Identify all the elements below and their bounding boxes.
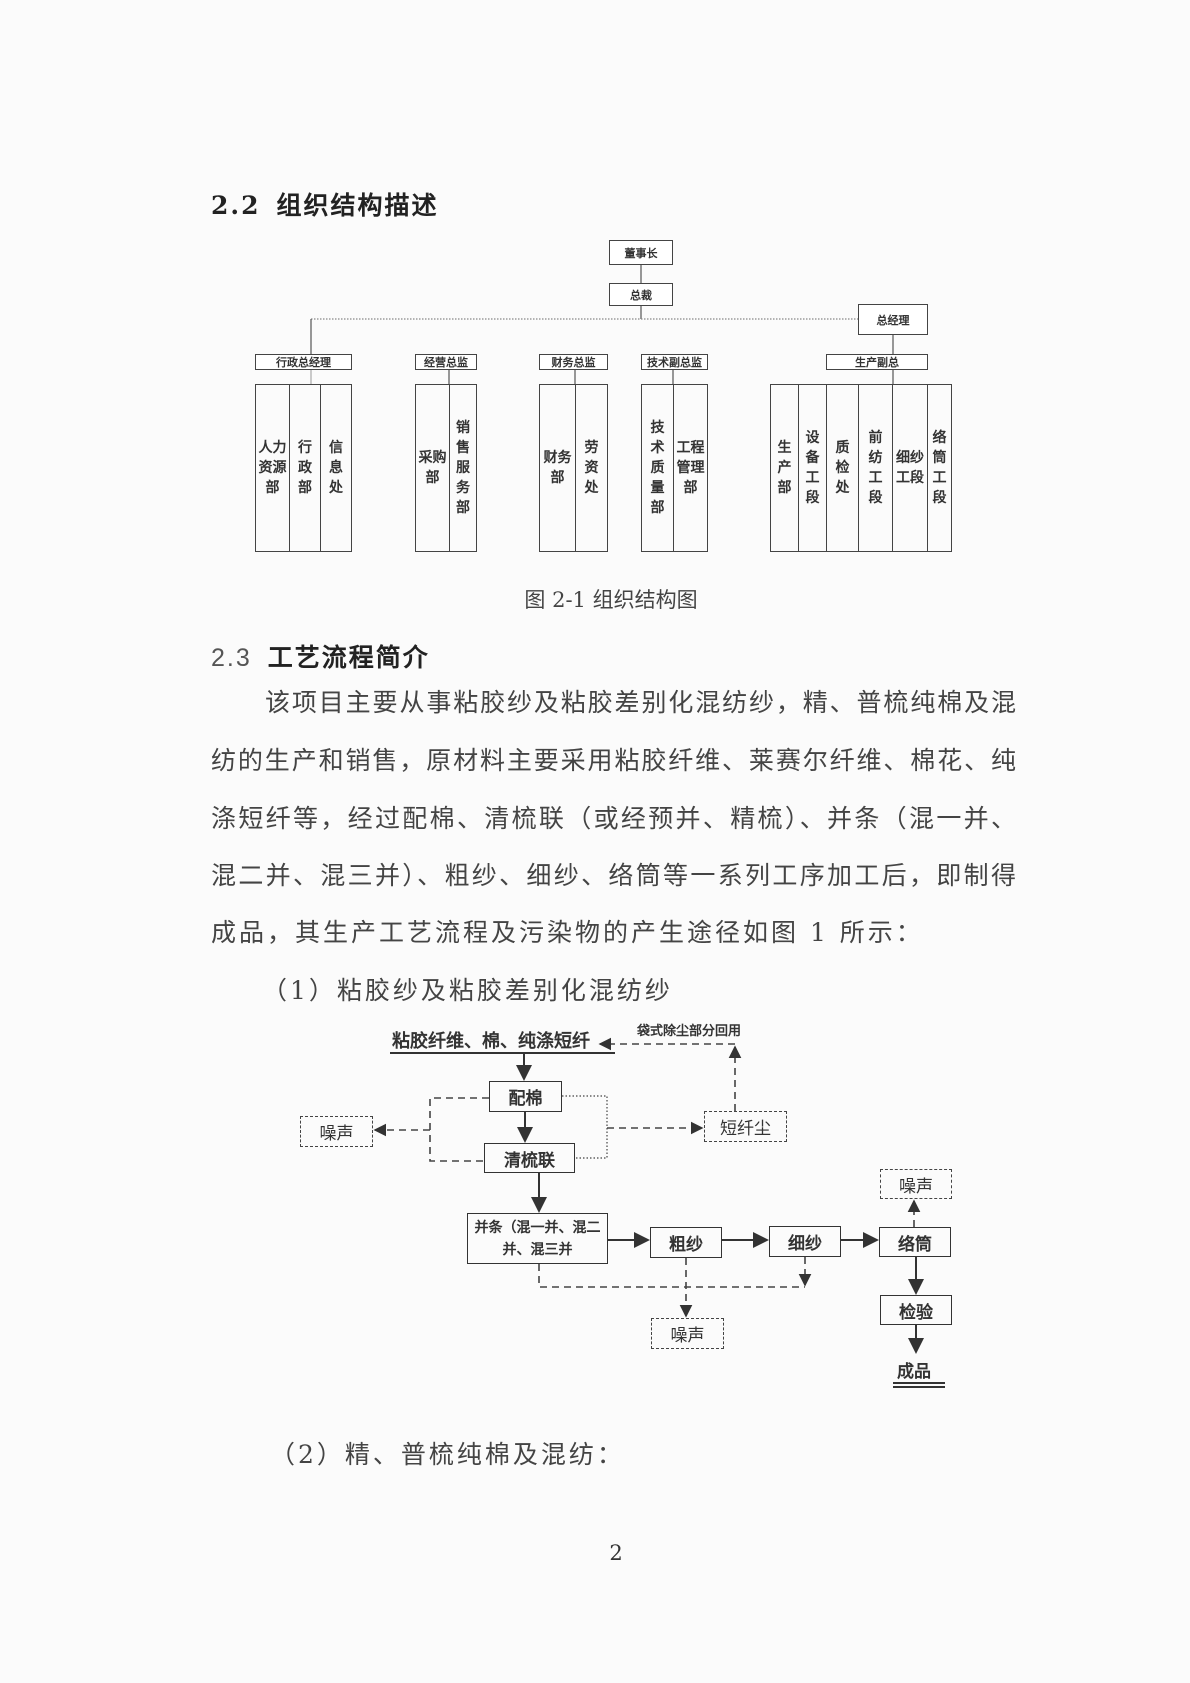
org-unit: 信 息 处 <box>320 384 352 552</box>
output-noise: 噪声 <box>300 1116 373 1147</box>
raw-materials-label: 粘胶纤维、棉、纯涤短纤 <box>392 1031 590 1052</box>
org-unit: 财务 部 <box>539 384 576 552</box>
section-title: 工艺流程简介 <box>267 643 430 672</box>
paragraph-line: 该项目主要从事粘胶纱及粘胶差别化混纺纱，精、普梳纯棉及混 <box>265 688 1016 717</box>
org-unit: 销 售 服 务 部 <box>449 384 477 552</box>
org-head-finance: 财务总监 <box>539 354 608 370</box>
org-head-tech: 技术副总监 <box>641 354 708 370</box>
step-winding: 络筒 <box>879 1227 951 1257</box>
org-chairman: 董事长 <box>609 240 673 265</box>
output-noise: 噪声 <box>880 1169 952 1199</box>
step-blending: 配棉 <box>489 1081 562 1112</box>
org-head-admin: 行政总经理 <box>255 354 352 370</box>
step-roving: 粗纱 <box>650 1227 722 1258</box>
step-drawing: 并条（混一并、混二并、混三并 <box>467 1213 608 1264</box>
section-heading-2-3: 2.3 工艺流程简介 <box>211 638 430 674</box>
step-inspection: 检验 <box>880 1295 952 1325</box>
org-chart-connectors <box>310 264 894 384</box>
org-head-operations: 经营总监 <box>415 354 477 370</box>
paragraph-line: 混二并、混三并）、粗纱、细纱、络筒等一系列工序加工后，即制得 <box>211 861 1016 890</box>
output-noise: 噪声 <box>651 1318 724 1349</box>
org-president: 总裁 <box>609 283 673 306</box>
org-unit: 劳 资 处 <box>575 384 608 552</box>
paragraph-line: 涤短纤等，经过配棉、清梳联（或经预并、精梳）、并条（混一并、 <box>211 804 1016 833</box>
org-unit: 工程 管理 部 <box>673 384 708 552</box>
step-spinning: 细纱 <box>769 1226 841 1257</box>
org-general-manager: 总经理 <box>858 304 928 335</box>
section-heading-2-2: 2.2 组织结构描述 <box>211 186 439 222</box>
section-title: 组织结构描述 <box>276 191 439 220</box>
paragraph-line: 成品，其生产工艺流程及污染物的产生途径如图 1 所示： <box>211 918 924 947</box>
org-head-production: 生产副总 <box>826 354 928 370</box>
step-carding: 清梳联 <box>484 1143 575 1173</box>
section-number: 2.3 <box>211 644 252 672</box>
subheading-1: （1）粘胶纱及粘胶差别化混纺纱 <box>262 976 673 1005</box>
page-number: 2 <box>609 1541 623 1565</box>
org-unit: 络 筒 工 段 <box>927 384 952 552</box>
output-short-fiber-dust: 短纤尘 <box>704 1111 787 1142</box>
paragraph-line: 纺的生产和销售，原材料主要采用粘胶纤维、莱赛尔纤维、棉花、纯 <box>211 746 1016 775</box>
figure-caption: 图 2-1 组织结构图 <box>524 588 698 612</box>
final-product-label: 成品 <box>897 1362 931 1382</box>
section-number: 2.2 <box>211 191 261 220</box>
recycle-label: 袋式除尘部分回用 <box>637 1024 742 1039</box>
subheading-2: （2）精、普梳纯棉及混纺： <box>270 1440 625 1469</box>
